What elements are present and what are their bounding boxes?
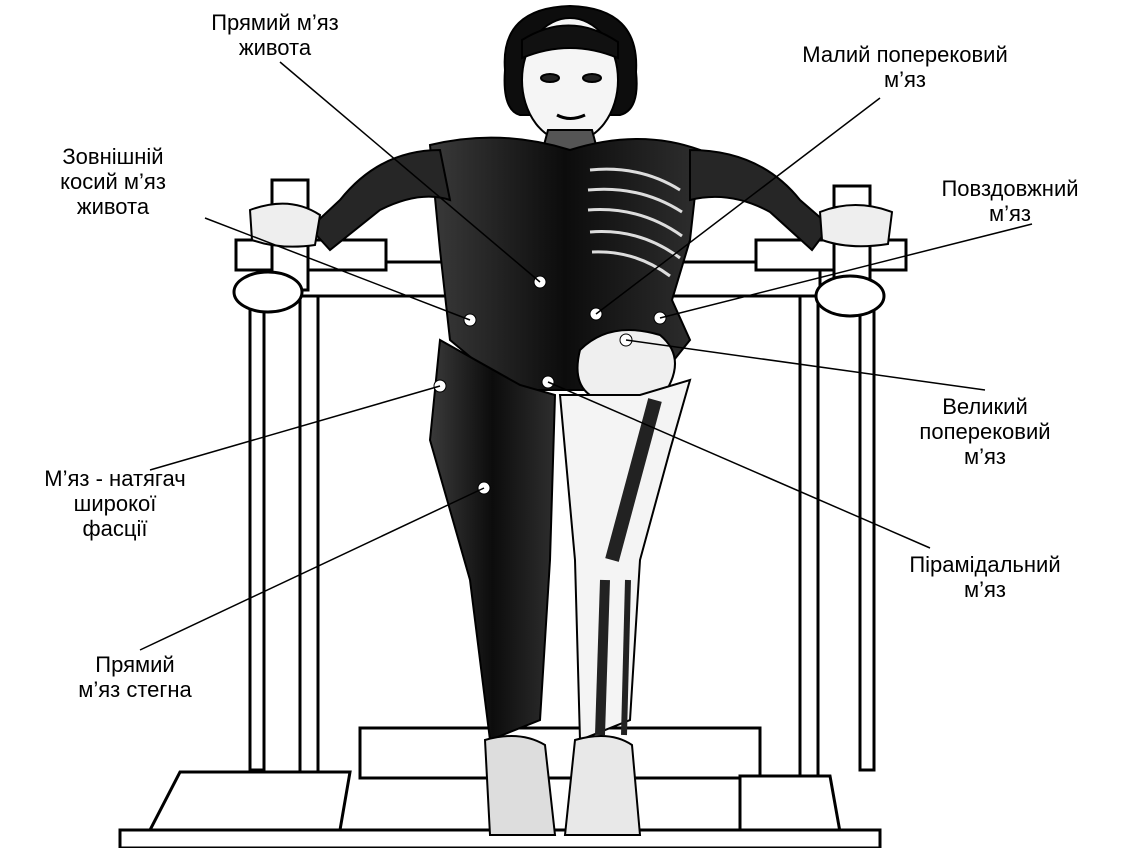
label-rectus-abdominis: Прямий м’яз живота: [165, 10, 385, 60]
label-psoas-major: Великий поперековий м’яз: [880, 394, 1090, 469]
figure: [250, 6, 892, 835]
label-rectus-femoris: Прямий м’яз стегна: [30, 652, 240, 702]
label-piriformis: Пірамідальний м’яз: [860, 552, 1110, 602]
label-psoas-minor: Малий поперековий м’яз: [740, 42, 1070, 92]
leader-line-tensor: [150, 386, 440, 470]
label-external-oblique: Зовнішній косий м’яз живота: [18, 144, 208, 219]
label-tensor-fasciae-latae: М’яз - натягач широкої фасції: [0, 466, 230, 541]
label-longissimus: Повздовжний м’яз: [905, 176, 1115, 226]
